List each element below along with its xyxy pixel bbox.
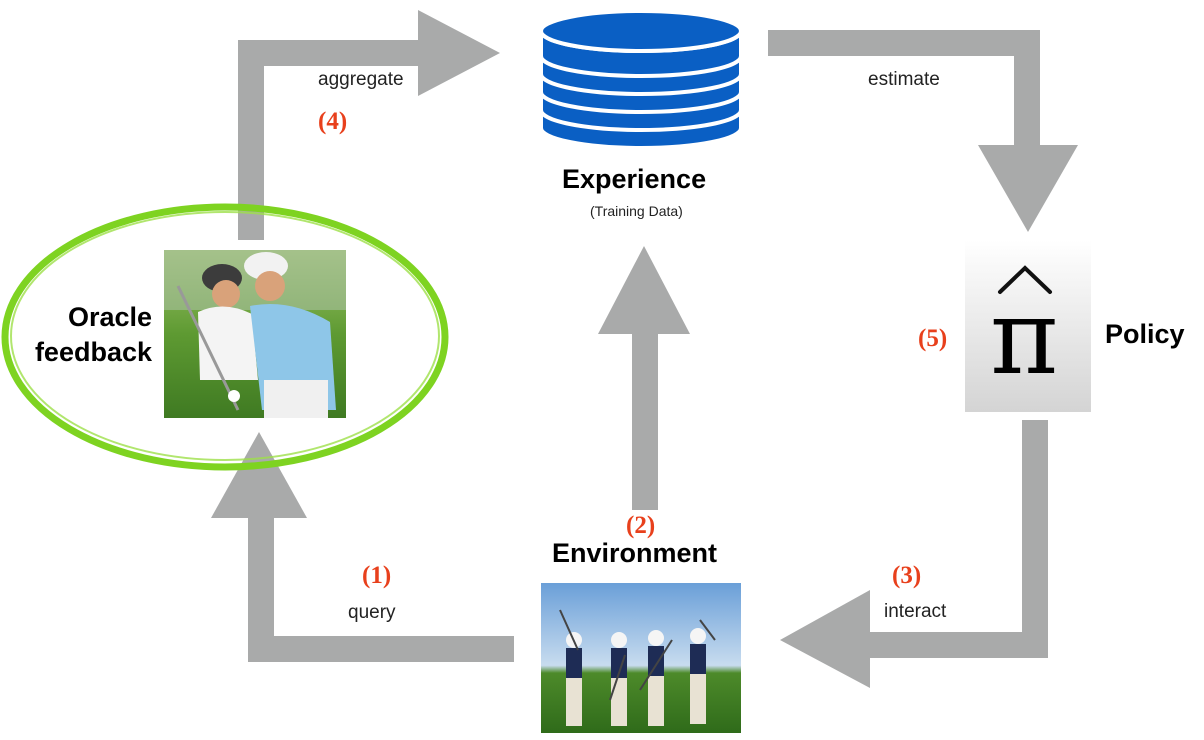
oracle-highlight-ellipse-inner — [10, 211, 440, 461]
policy-pi-tile — [965, 240, 1091, 412]
oracle-title-line1: Oracle — [67, 302, 152, 332]
edge-label-aggregate: aggregate — [318, 69, 404, 90]
arrow-interact — [780, 420, 1048, 688]
step-label-4: (4) — [318, 108, 348, 135]
step-label-5: (5) — [918, 325, 948, 352]
environment-title: Environment — [552, 538, 718, 568]
golf-swing-sequence-photo — [541, 583, 741, 733]
step-label-3: (3) — [892, 562, 922, 589]
edge-label-estimate: estimate — [868, 69, 940, 90]
edge-label-query: query — [348, 602, 396, 623]
golf-coaching-photo — [164, 250, 346, 418]
step-label-1: (1) — [362, 562, 392, 589]
policy-title: Policy — [1105, 319, 1185, 349]
policy-pi-symbol: π — [990, 276, 1059, 398]
arrow-env-to-experience — [598, 246, 690, 510]
arrow-estimate — [768, 30, 1078, 232]
arrow-query — [211, 432, 514, 662]
experience-subtitle: (Training Data) — [590, 203, 683, 219]
step-label-2: (2) — [626, 512, 656, 539]
edge-label-interact: interact — [884, 601, 947, 622]
arrow-aggregate — [238, 10, 500, 240]
database-icon — [539, 9, 743, 150]
experience-title: Experience — [562, 164, 707, 194]
oracle-highlight-ellipse — [1, 203, 449, 471]
oracle-title-line2: feedback — [34, 337, 152, 367]
